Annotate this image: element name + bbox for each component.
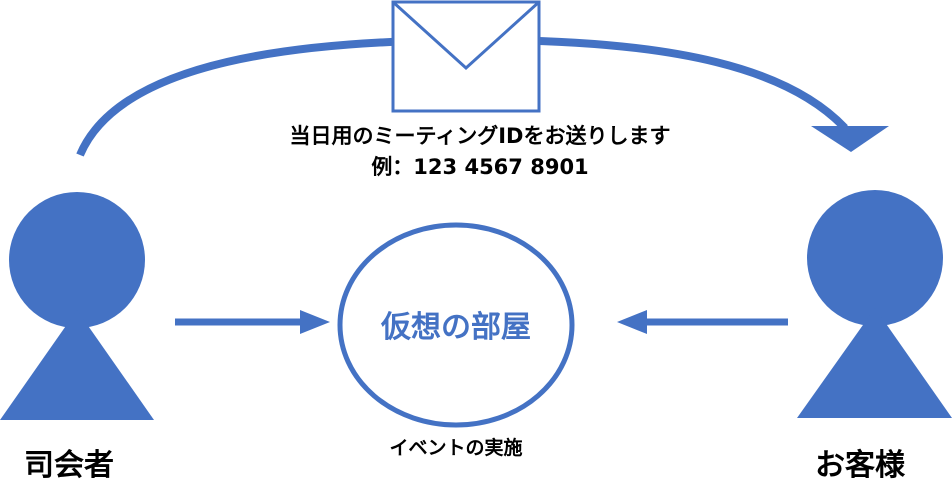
room-title: 仮想の部屋 — [381, 310, 531, 345]
host-to-room-arrow — [175, 310, 330, 334]
room-caption: イベントの実施 — [389, 437, 523, 459]
message-flow-arrowhead — [811, 126, 889, 152]
guest-person-icon — [797, 190, 952, 418]
host-label: 司会者 — [24, 448, 114, 483]
guest-label: お客様 — [815, 448, 905, 483]
guest-to-room-arrow — [617, 310, 788, 334]
virtual-room-ellipse — [337, 222, 575, 428]
host-person-icon — [0, 192, 154, 420]
envelope-icon — [391, 0, 541, 113]
message-caption-line1: 当日用のミーティングIDをお送りします — [289, 124, 671, 148]
message-caption-line2: 例：123 4567 8901 — [371, 155, 589, 179]
